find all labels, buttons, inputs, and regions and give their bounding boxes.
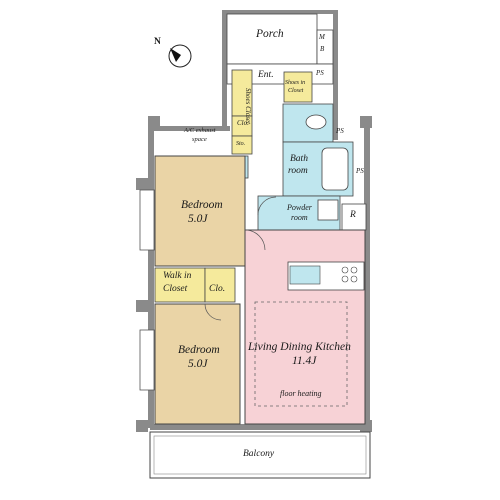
- closet-small-label: Clo.: [237, 119, 249, 127]
- shoes-in-closet-label-1: Shoes in: [285, 80, 306, 86]
- walk-in-closet-area: [154, 267, 206, 303]
- meter-box-label-b: B: [320, 45, 325, 53]
- bedroom-1-area: [154, 155, 246, 267]
- ldk-area: [244, 229, 366, 425]
- ac-exhaust-label-2: space: [192, 136, 207, 143]
- powder-room-area: [257, 195, 341, 231]
- walk-in-closet-label-1: Walk in: [163, 271, 192, 281]
- pipe-space-label-3: PS: [356, 167, 364, 175]
- bathroom-label-1: Bath: [290, 154, 308, 164]
- bedroom-1-size: 5.0J: [188, 213, 208, 225]
- refrigerator-space: [341, 203, 367, 231]
- pipe-space-label-1: PS: [316, 69, 324, 77]
- shoes-in-closet-label-2: Closet: [288, 88, 304, 94]
- windows-left: [139, 189, 155, 391]
- balcony-area: [149, 431, 371, 479]
- door-swings: [204, 196, 277, 321]
- exterior-walls: [136, 10, 372, 432]
- bedroom-2-size: 5.0J: [188, 358, 208, 370]
- floor-heating-label: floor heating: [280, 389, 322, 398]
- storage-label: Sto.: [236, 141, 246, 147]
- entrance-label: Ent.: [258, 70, 274, 80]
- entrance-area: [226, 63, 334, 117]
- ldk-label: Living Dining Kitchen: [248, 341, 351, 353]
- porch-label: Porch: [256, 28, 284, 40]
- powder-room-label-2: room: [291, 213, 308, 222]
- bedroom-1-label: Bedroom: [181, 199, 223, 211]
- pipe-space-label-2: PS: [336, 127, 344, 135]
- bedroom-2-label: Bedroom: [178, 344, 220, 356]
- toilet-room: [282, 103, 334, 143]
- ac-exhaust-label-1: A/C exhaust: [184, 127, 216, 134]
- porch-area: [226, 13, 334, 65]
- bathroom-area: [282, 141, 354, 197]
- walk-in-closet-label-2: Closet: [163, 284, 188, 294]
- balcony-label: Balcony: [243, 449, 275, 459]
- closet-mid-label: Clo.: [209, 284, 226, 294]
- powder-room-label-1: Powder: [287, 203, 312, 212]
- floor-heating-zone: [254, 301, 348, 407]
- compass-label: N: [154, 37, 161, 47]
- bedroom-2-area: [154, 303, 241, 425]
- closet-mid-area: [204, 267, 236, 303]
- refrigerator-label: R: [350, 210, 356, 220]
- ldk-size: 11.4J: [292, 355, 317, 367]
- closet-storage-block: [231, 115, 253, 155]
- north-arrow-icon: [168, 44, 192, 68]
- meter-box-label-m: M: [319, 33, 325, 41]
- bathroom-label-2: room: [288, 166, 308, 176]
